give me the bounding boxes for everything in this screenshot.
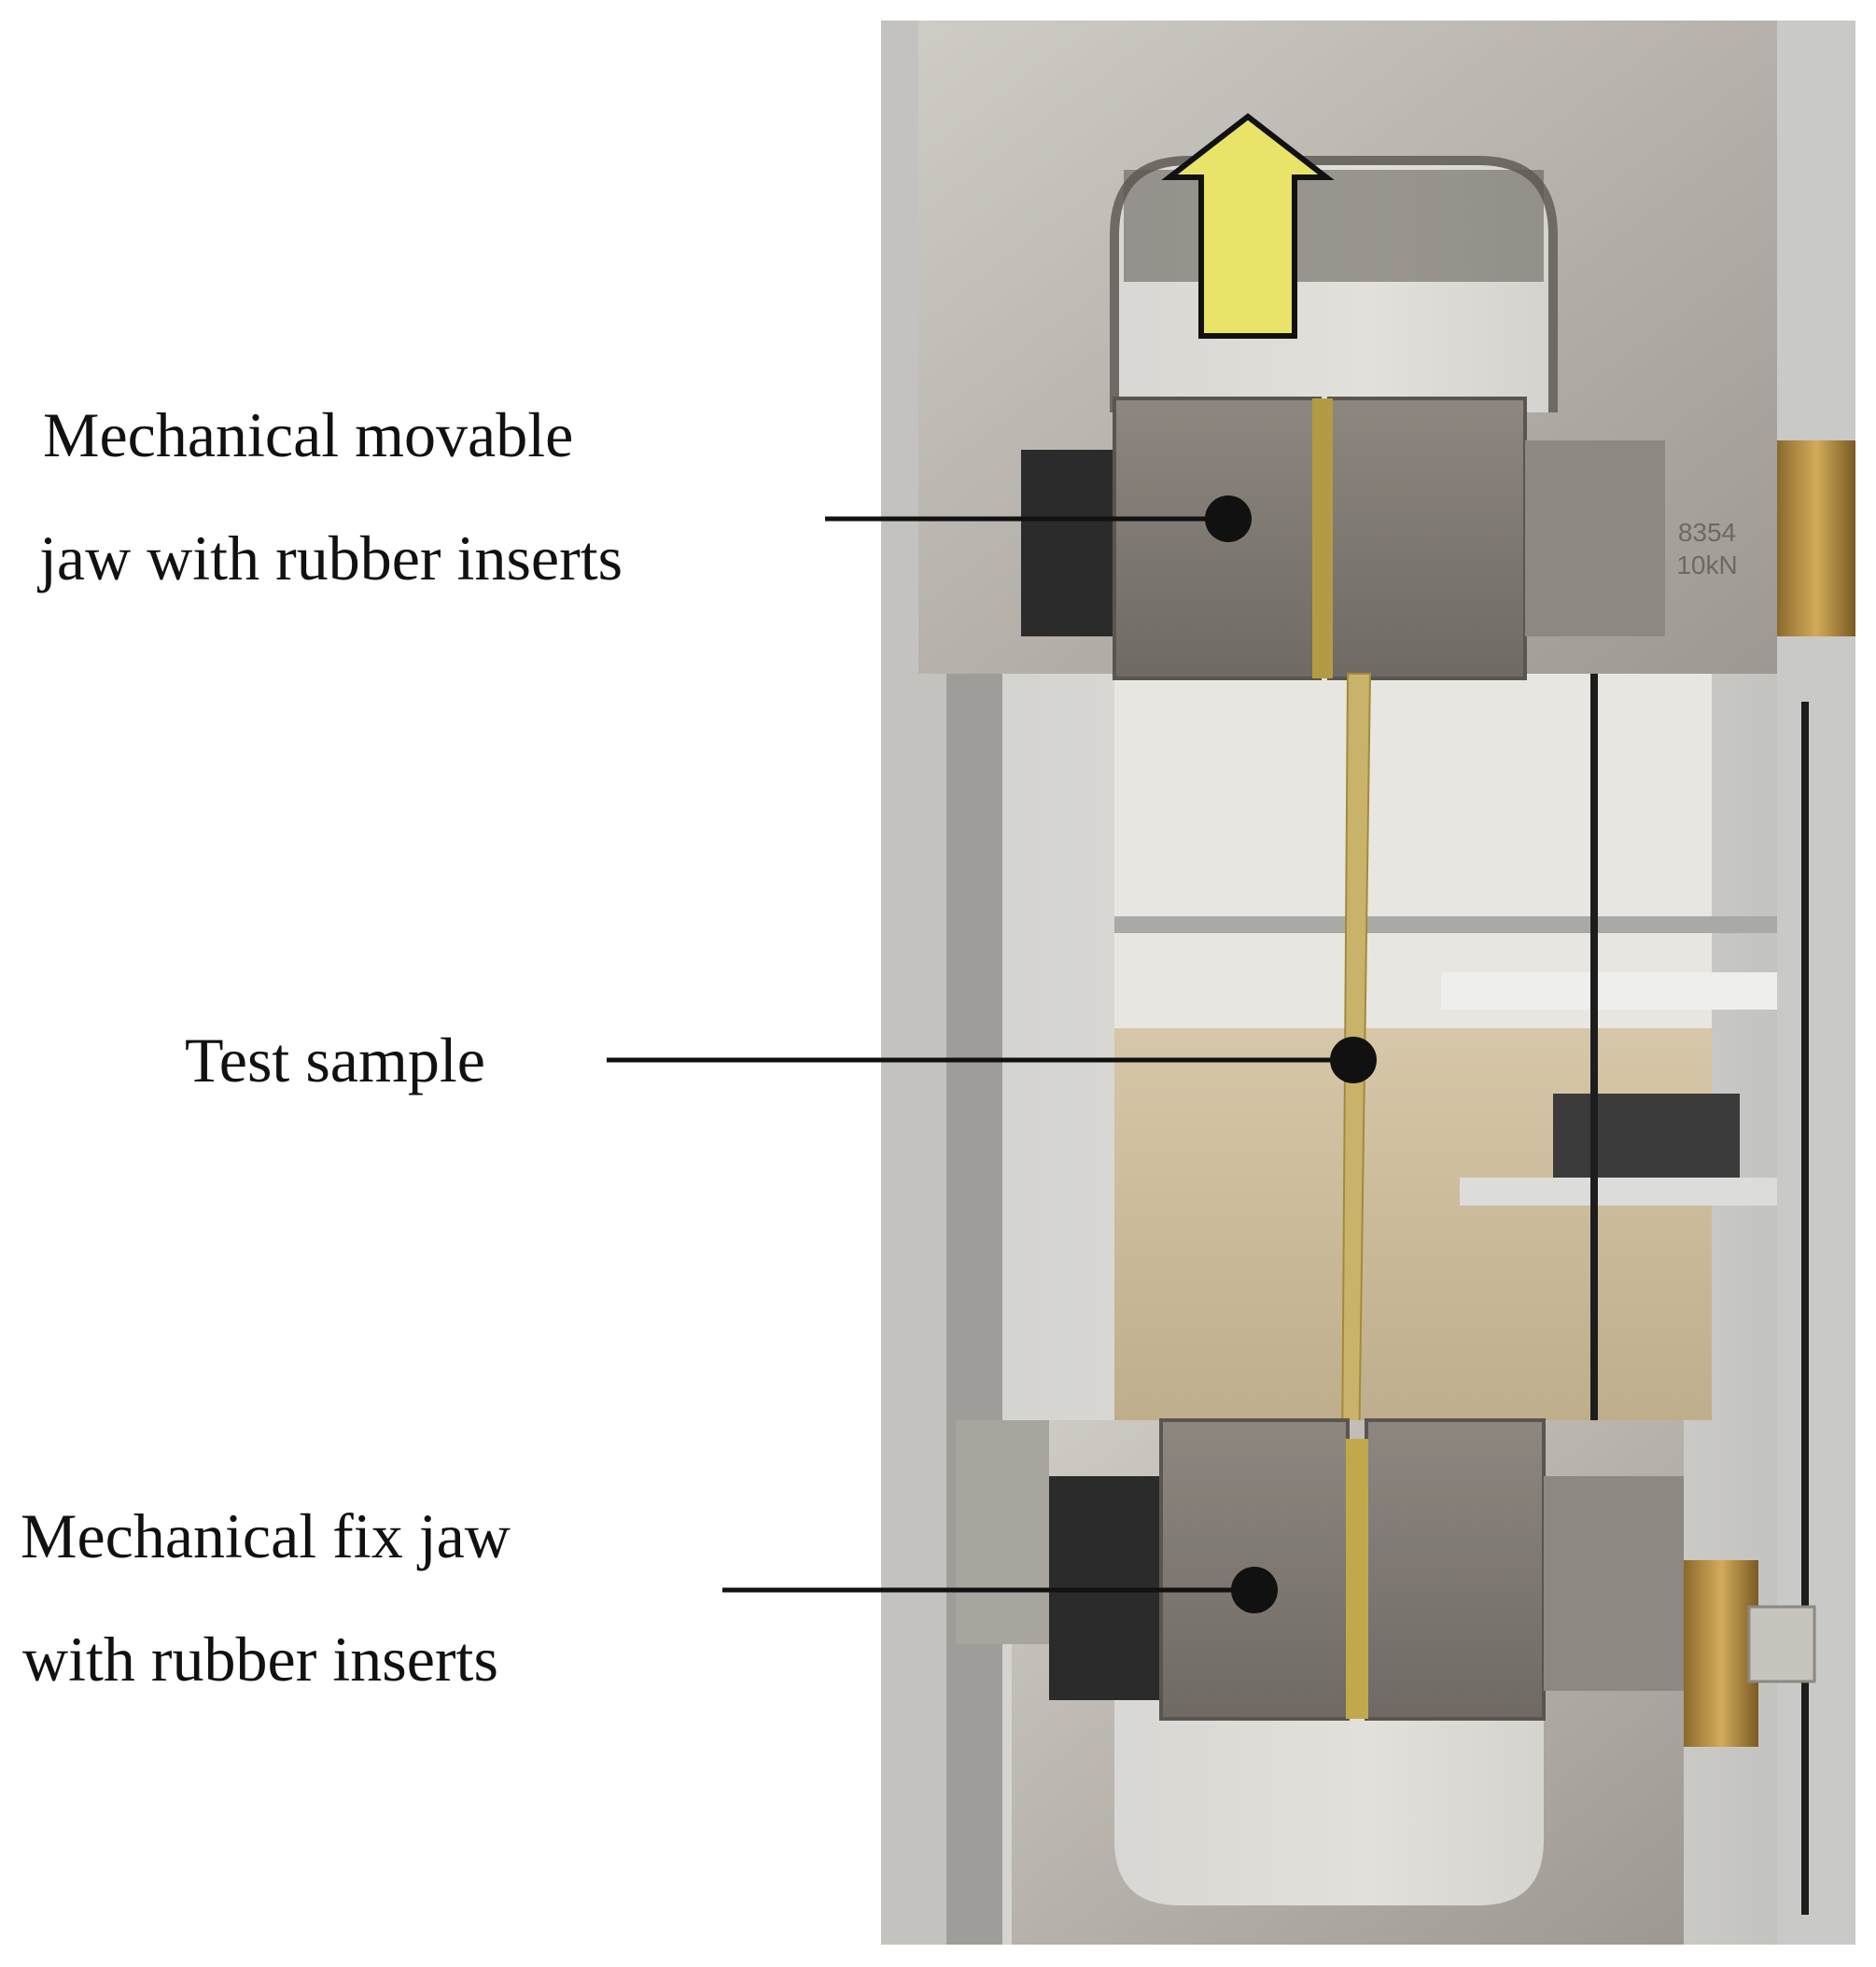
label-movable-jaw-line2: jaw with rubber inserts [39,523,623,593]
cable-right [1801,702,1809,1915]
brass-fitting-upper [1777,440,1855,636]
upper-grip-window-shadow [1124,170,1544,282]
label-fix-jaw-line1: Mechanical fix jaw [21,1500,511,1571]
equipment-box [1553,1094,1740,1178]
lower-rubber-insert [1346,1439,1368,1719]
room-wall [1114,674,1712,1084]
label-fix-jaw-line2: with rubber inserts [22,1624,498,1695]
grip-marking-line2: 10kN [1676,551,1737,579]
lower-grip-side-left [956,1420,1049,1644]
lower-bolt [1747,1605,1816,1683]
grip-marking-line1: 8354 [1678,518,1736,547]
upper-jaw-spring-left [1021,450,1124,636]
lower-jaw-block-right [1365,1418,1546,1721]
label-movable-jaw-line1: Mechanical movable [43,399,574,470]
leader-dot-movable-jaw [1205,495,1252,542]
leader-dot-fix-jaw [1231,1567,1278,1613]
leader-dot-test-sample [1330,1037,1377,1083]
upper-rubber-insert [1312,398,1333,678]
glass-rail [1114,916,1855,933]
cable-middle [1590,674,1598,1495]
up-arrow-icon [1161,113,1335,339]
upper-jaw-spring-right [1525,440,1665,636]
brass-fitting-lower [1684,1560,1758,1747]
lower-jaw-spring-right [1544,1476,1684,1691]
label-test-sample: Test sample [185,1025,485,1095]
upper-grip-window-edge [1110,156,1558,412]
